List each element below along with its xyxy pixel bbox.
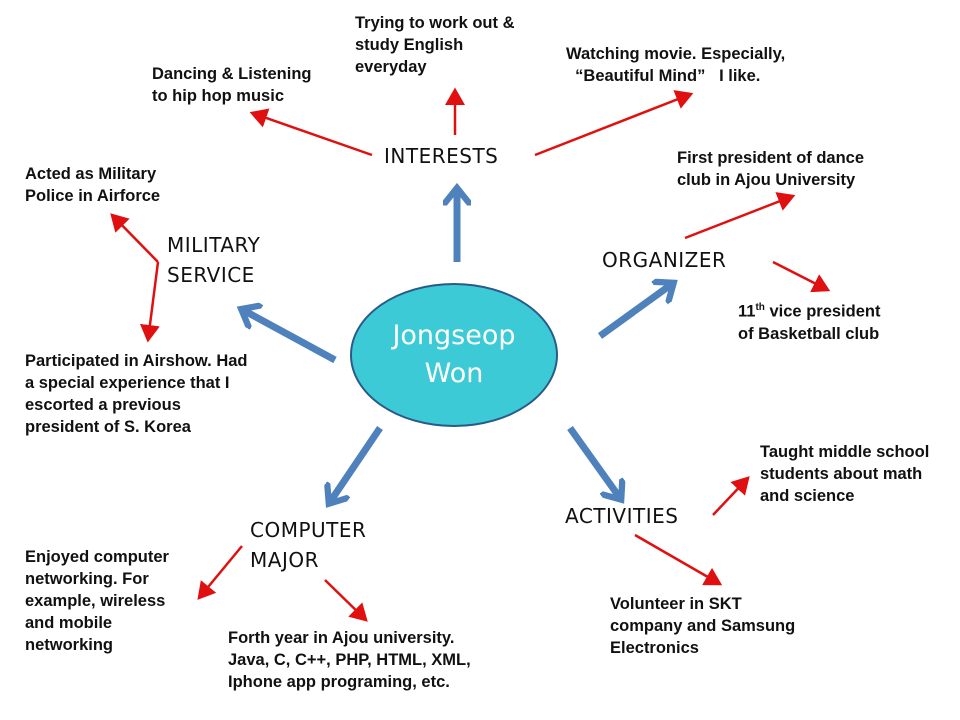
note-line: students about math (760, 465, 923, 483)
arrow-interests-movie (534, 90, 694, 157)
note-line: to hip hop music (152, 87, 284, 105)
note-line: study English (355, 36, 464, 54)
note-line: club in Ajou University (677, 171, 856, 189)
ordinal-suffix: th (755, 302, 765, 313)
note-text: vice president (764, 302, 881, 321)
note-networking: Enjoyed computer networking. For example, … (25, 546, 169, 656)
note-line: everyday (355, 58, 427, 76)
arrow-to-military (243, 310, 337, 364)
arrow-activities-volunteer (634, 533, 723, 586)
category-interests: INTERESTS (384, 144, 499, 168)
note-line: and mobile (25, 614, 113, 632)
category-computer: COMPUTER MAJOR (250, 515, 366, 575)
note-line: Dancing & Listening (152, 65, 312, 83)
note-line: Java, C, C++, PHP, HTML, XML, (228, 651, 471, 669)
note-forth-year: Forth year in Ajou university. Java, C, C… (228, 627, 471, 693)
note-line: of Basketball club (738, 324, 880, 343)
category-line: MAJOR (250, 548, 319, 572)
note-line: Volunteer in SKT (610, 595, 742, 613)
arrow-activities-teaching (712, 476, 750, 516)
note-line: Watching movie. Especially, (566, 45, 786, 63)
center-node: Jongseop Won (350, 283, 558, 427)
note-line: president of S. Korea (25, 418, 191, 436)
arrow-computer-forthyear (324, 579, 368, 622)
note-line: example, wireless (25, 592, 166, 610)
center-name-first: Jongseop (392, 320, 516, 351)
category-line: COMPUTER (250, 518, 367, 542)
arrow-to-activities (567, 425, 620, 498)
note-dance-club: First president of dance club in Ajou Uni… (677, 147, 864, 191)
arrow-organizer-basketball (772, 260, 831, 293)
note-line: company and Samsung (610, 617, 796, 635)
note-line: Forth year in Ajou university. (228, 629, 455, 647)
note-movie: Watching movie. Especially, “Beautiful M… (566, 43, 785, 87)
note-workout: Trying to work out & study English everyda… (355, 12, 515, 78)
arrow-military-police (110, 213, 159, 263)
arrow-military-airshow (139, 261, 160, 343)
note-line: networking (25, 636, 114, 654)
note-line: 11th vice president (738, 297, 880, 323)
arrow-interests-dancing (249, 108, 373, 157)
note-line: Trying to work out & (355, 14, 515, 32)
center-name-last: Won (424, 358, 484, 389)
ordinal-number: 11 (738, 302, 756, 321)
note-line: Police in Airforce (25, 187, 161, 205)
note-line: Acted as Military (25, 165, 157, 183)
note-line: “Beautiful Mind” I like. (566, 67, 761, 85)
category-line: SERVICE (167, 263, 255, 287)
arrow-to-computer (330, 426, 383, 502)
note-line: networking. For (25, 570, 149, 588)
note-line: and science (760, 487, 855, 505)
note-line: escorted a previous (25, 396, 181, 414)
note-line: First president of dance (677, 149, 865, 167)
note-line: a special experience that I (25, 374, 230, 392)
category-line: MILITARY (167, 233, 261, 257)
note-line: Iphone app programing, etc. (228, 673, 450, 691)
arrow-organizer-dance (684, 192, 796, 240)
category-activities: ACTIVITIES (565, 504, 679, 528)
category-organizer: ORGANIZER (602, 248, 727, 272)
note-line: Enjoyed computer (25, 548, 169, 566)
note-airshow: Participated in Airshow. Had a special ex… (25, 350, 247, 438)
note-teaching: Taught middle school students about math a… (760, 441, 929, 507)
category-military: MILITARY SERVICE (167, 230, 260, 290)
note-line: Participated in Airshow. Had (25, 352, 248, 370)
note-dancing: Dancing & Listening to hip hop music (152, 63, 312, 107)
note-line: Taught middle school (760, 443, 930, 461)
note-line: Electronics (610, 639, 699, 657)
arrow-to-organizer (597, 284, 672, 339)
arrow-computer-networking (197, 545, 243, 600)
